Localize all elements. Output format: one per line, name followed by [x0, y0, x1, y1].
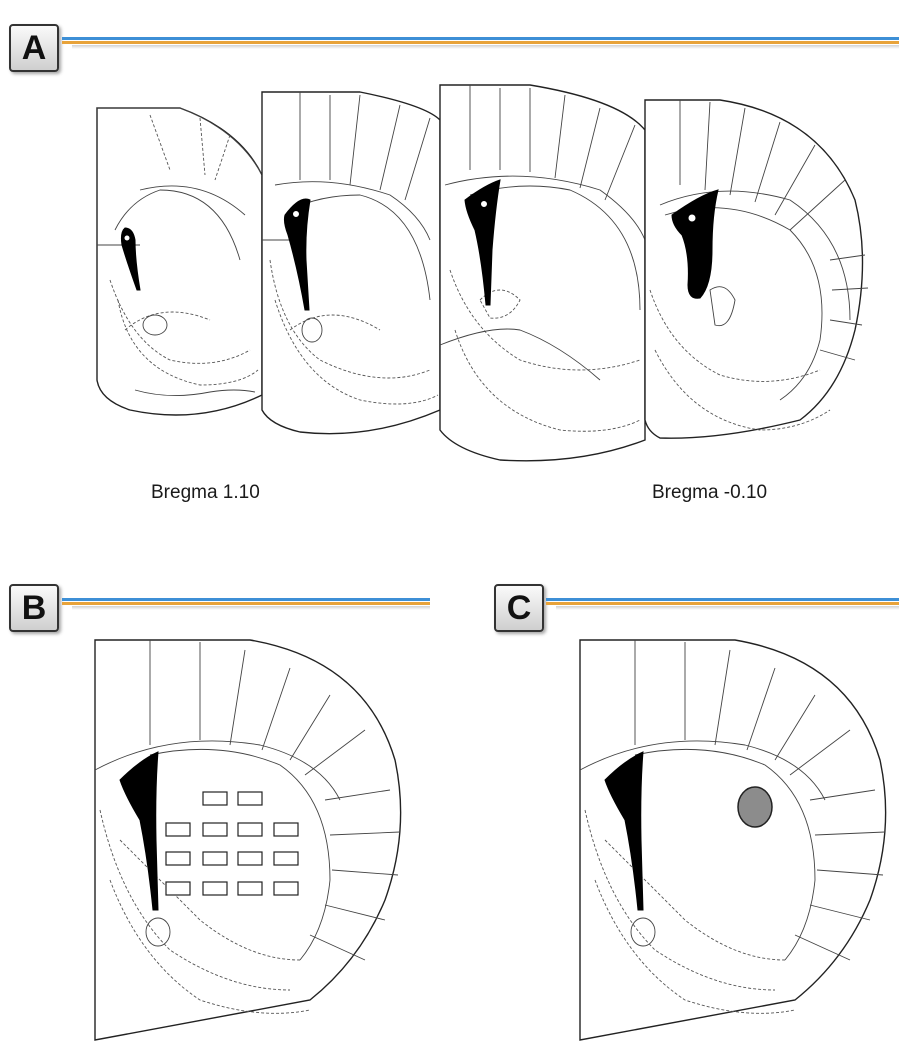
- lesion-site: [738, 787, 772, 827]
